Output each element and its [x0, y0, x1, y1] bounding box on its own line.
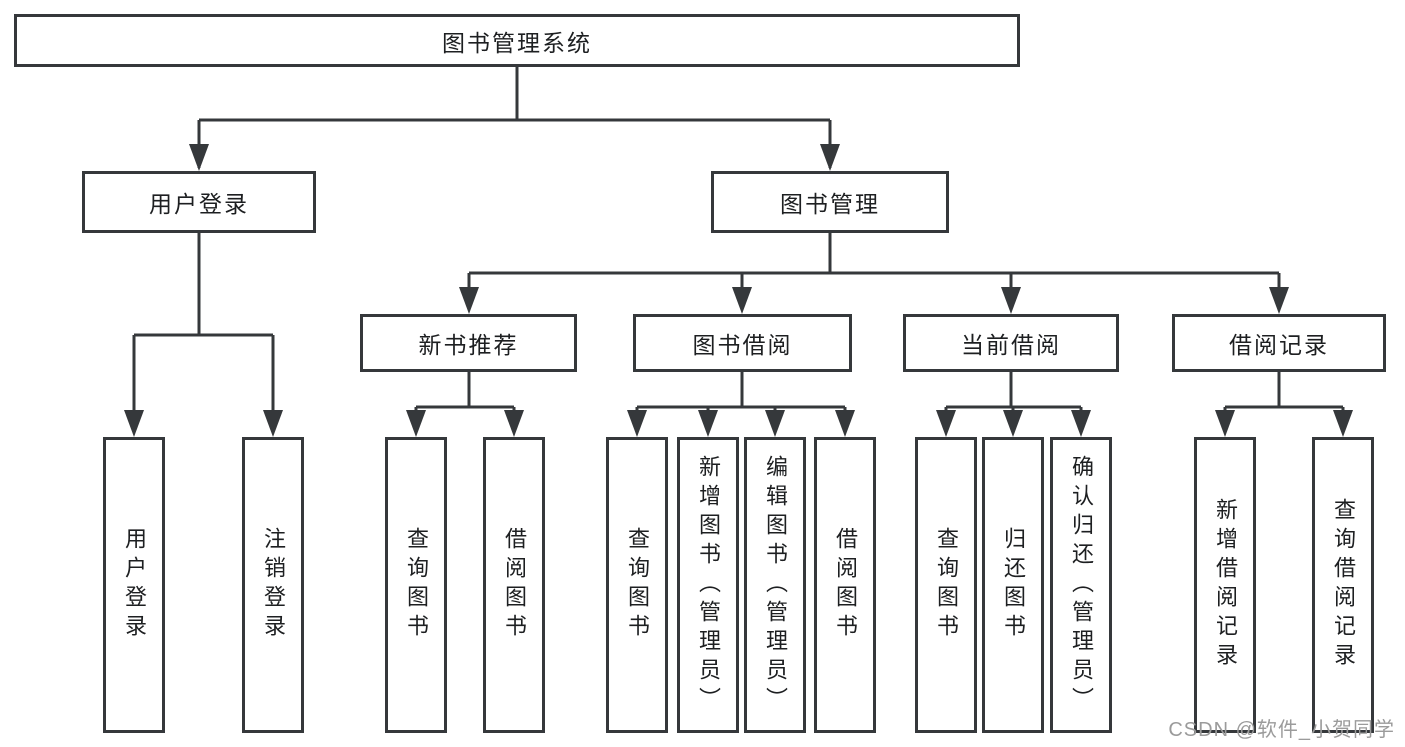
arrow-down-icon [1333, 410, 1353, 437]
node-current-borrowing: 当前借阅 [903, 314, 1119, 372]
arrow-down-icon [504, 410, 524, 437]
node-label: 查询图书 [625, 527, 650, 643]
connector-current-borrowing [944, 372, 1083, 433]
leaf-user-login: 用户登录 [103, 437, 165, 733]
node-label: 查询图书 [404, 527, 429, 643]
node-borrowing-records: 借阅记录 [1172, 314, 1386, 372]
leaf-confirm-return-admin: 确认归还（管理员） [1050, 437, 1112, 733]
node-label: 确认归还（管理员） [1069, 454, 1094, 716]
leaf-borrow-books-borrowing: 借阅图书 [814, 437, 876, 733]
node-label: 查询借阅记录 [1331, 498, 1356, 672]
node-label: 借阅图书 [502, 527, 527, 643]
arrow-down-icon [1215, 410, 1235, 437]
node-label: 注销登录 [261, 527, 286, 643]
arrow-down-icon [1003, 410, 1023, 437]
node-label: 编辑图书（管理员） [763, 454, 788, 716]
node-label: 新书推荐 [418, 332, 519, 358]
node-library-system: 图书管理系统 [14, 14, 1020, 67]
connector-book-borrowing [635, 372, 847, 433]
leaf-query-borrow-record: 查询借阅记录 [1312, 437, 1374, 733]
arrow-down-icon [732, 287, 752, 314]
node-book-borrowing: 图书借阅 [633, 314, 852, 372]
connector-borrowing-records [1223, 372, 1345, 433]
node-user-login: 用户登录 [82, 171, 316, 233]
arrow-down-icon [936, 410, 956, 437]
arrow-down-icon [835, 410, 855, 437]
leaf-query-books-recommend: 查询图书 [385, 437, 447, 733]
node-label: 当前借阅 [961, 332, 1061, 358]
node-label: 归还图书 [1001, 527, 1026, 643]
node-label: 借阅图书 [833, 527, 858, 643]
arrow-down-icon [627, 410, 647, 437]
arrow-down-icon [263, 410, 283, 437]
connector-new-book-recommend [414, 372, 516, 433]
arrow-down-icon [189, 144, 209, 171]
arrow-down-icon [1269, 287, 1289, 314]
leaf-edit-books-admin: 编辑图书（管理员） [744, 437, 806, 733]
leaf-add-books-admin: 新增图书（管理员） [677, 437, 739, 733]
node-book-management: 图书管理 [711, 171, 949, 233]
node-new-book-recommend: 新书推荐 [360, 314, 577, 372]
node-label: 图书管理系统 [442, 29, 592, 56]
connector-book-management [467, 233, 1281, 310]
node-label: 新增图书（管理员） [696, 454, 721, 716]
node-label: 新增借阅记录 [1213, 498, 1238, 672]
leaf-query-books-borrowing: 查询图书 [606, 437, 668, 733]
arrow-down-icon [459, 287, 479, 314]
node-label: 借阅记录 [1229, 332, 1329, 358]
connector-user-login [132, 233, 275, 433]
watermark-text: CSDN @软件_小贺同学 [1168, 719, 1395, 741]
arrow-down-icon [698, 410, 718, 437]
leaf-logout-login: 注销登录 [242, 437, 304, 733]
arrow-down-icon [820, 144, 840, 171]
arrow-down-icon [406, 410, 426, 437]
arrow-down-icon [765, 410, 785, 437]
node-label: 用户登录 [149, 191, 249, 217]
leaf-query-books-current: 查询图书 [915, 437, 977, 733]
node-label: 图书借阅 [692, 332, 793, 358]
arrow-down-icon [1071, 410, 1091, 437]
node-label: 查询图书 [934, 527, 959, 643]
leaf-borrow-books-recommend: 借阅图书 [483, 437, 545, 733]
node-label: 图书管理 [780, 191, 880, 217]
leaf-return-books: 归还图书 [982, 437, 1044, 733]
arrow-down-icon [124, 410, 144, 437]
arrow-down-icon [1001, 287, 1021, 314]
leaf-add-borrow-record: 新增借阅记录 [1194, 437, 1256, 733]
node-label: 用户登录 [122, 527, 147, 643]
connector-root [197, 67, 832, 168]
